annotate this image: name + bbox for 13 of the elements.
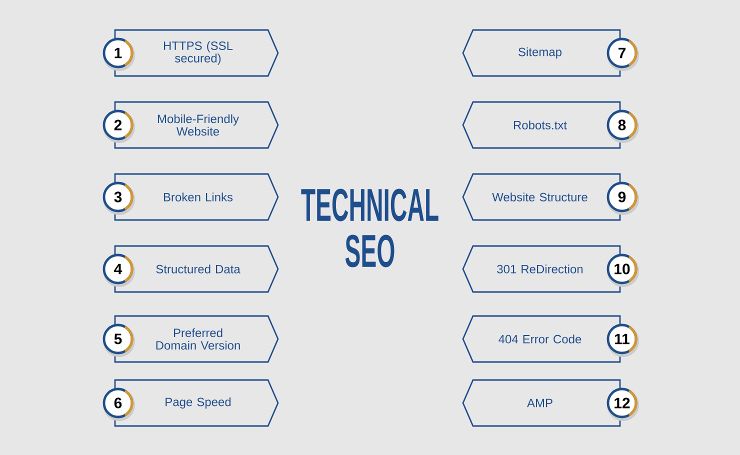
number-badge: 6 xyxy=(102,388,135,421)
number-badge: 12 xyxy=(606,388,639,421)
number-badge: 4 xyxy=(102,254,135,287)
number-badge: 7 xyxy=(606,38,639,71)
number-badge: 10 xyxy=(606,254,639,287)
number-badge: 11 xyxy=(606,324,639,357)
number-badge: 1 xyxy=(102,38,135,71)
number-badge: 8 xyxy=(606,110,639,143)
number-badge: 3 xyxy=(102,182,135,215)
number-badge: 5 xyxy=(102,324,135,357)
title: TECHNICAL SEO xyxy=(301,188,438,268)
number-badge: 2 xyxy=(102,110,135,143)
number-badge: 9 xyxy=(606,182,639,215)
